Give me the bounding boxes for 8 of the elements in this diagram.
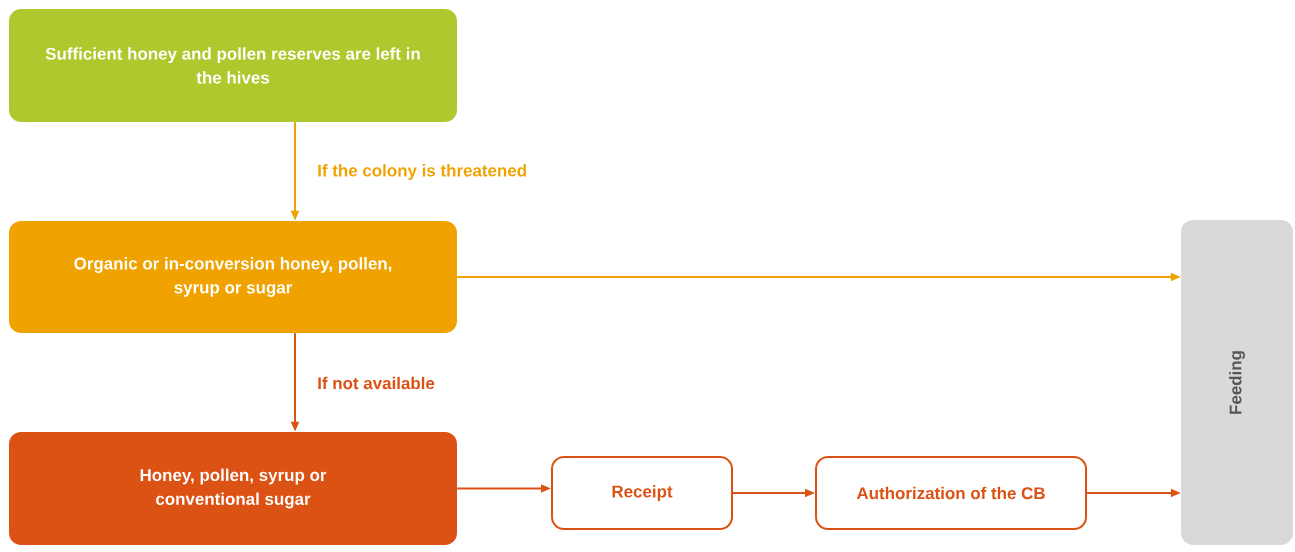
tall-box: Feeding: [1181, 220, 1293, 545]
filled-box: Sufficient honey and pollen reserves are left in the hives: [9, 9, 457, 122]
edge-label: If the colony is threatened: [315, 162, 530, 182]
outlined-box: Receipt: [551, 456, 733, 530]
filled-box: Honey, pollen, syrup or conventional sugar: [9, 432, 457, 545]
filled-box: Organic or in-conversion honey, pollen, syrup or sugar: [9, 221, 457, 333]
edge-label: If not available: [315, 374, 437, 392]
outlined-box: Authorization of the CB: [815, 456, 1087, 530]
